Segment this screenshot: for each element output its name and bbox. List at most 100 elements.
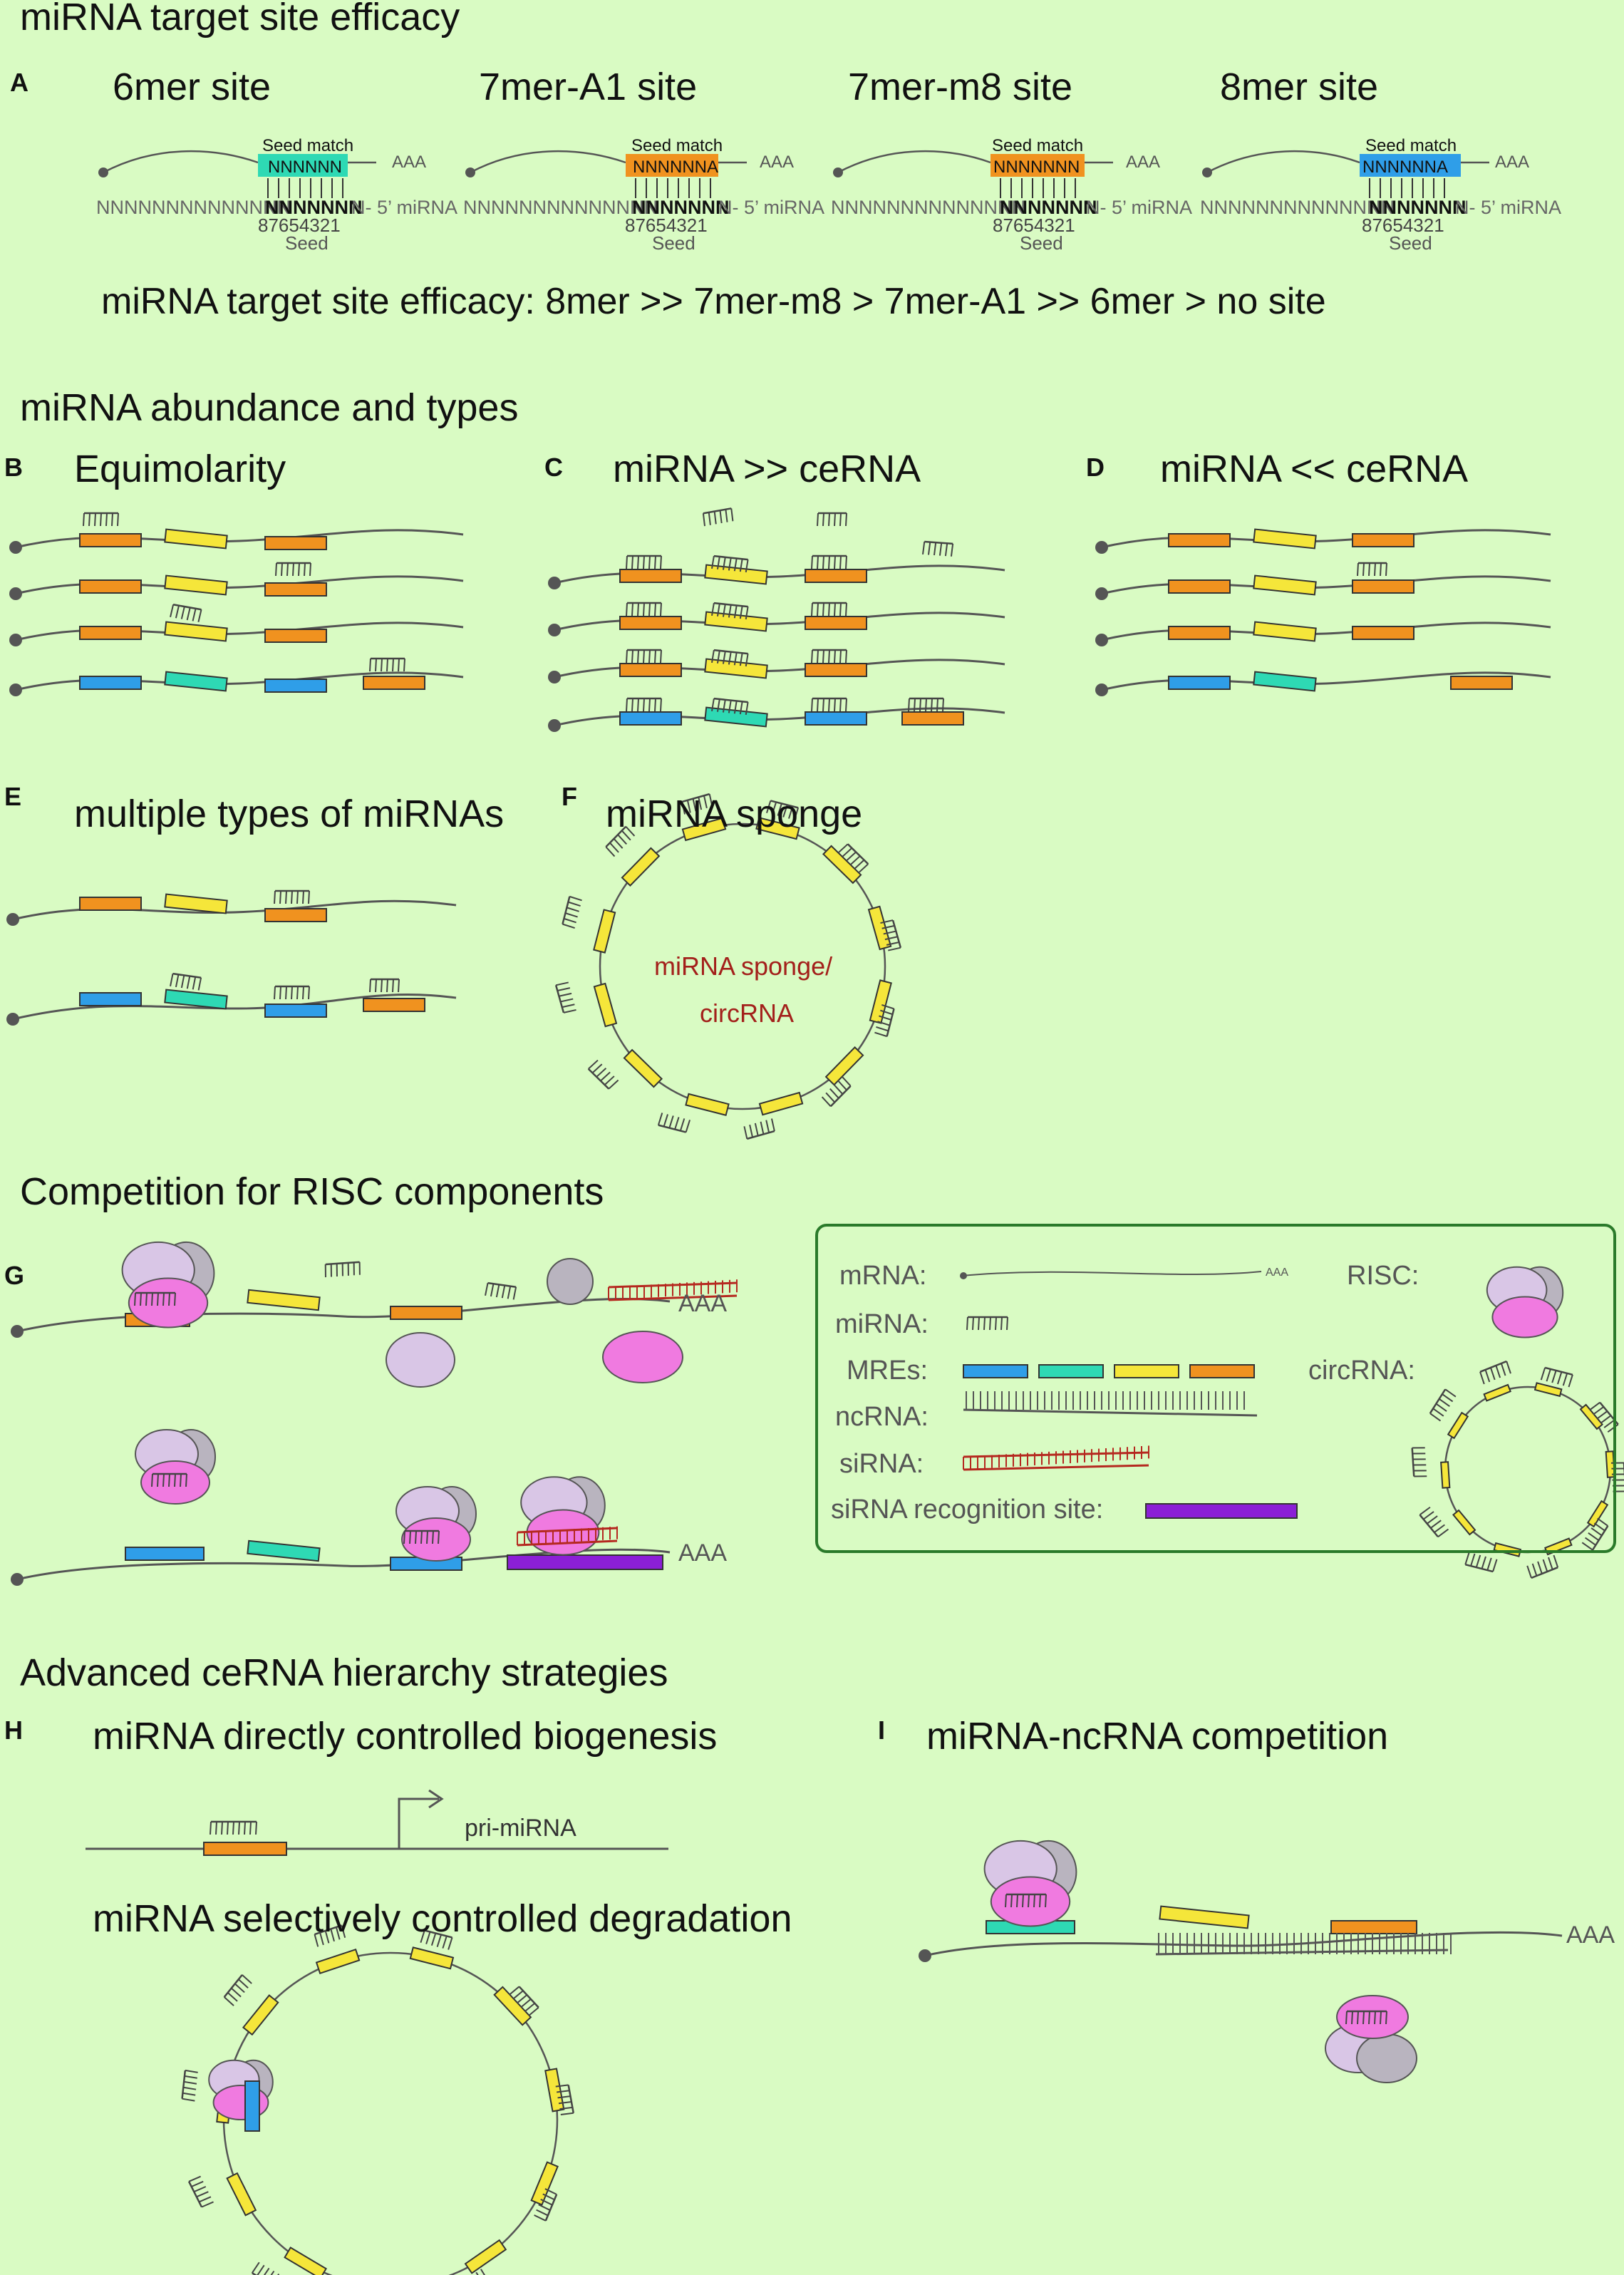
- mirna-base: [711, 698, 715, 712]
- mirna-base: [711, 602, 715, 617]
- mre-site: [1447, 1411, 1469, 1440]
- mrna-cap: [1095, 541, 1108, 554]
- mirna-base: [381, 658, 383, 672]
- mirna: [711, 554, 749, 573]
- mirna: [1345, 2010, 1387, 2025]
- mirna-base: [1557, 1371, 1563, 1385]
- mirna-base: [722, 557, 726, 570]
- mirna-base: [296, 986, 299, 1000]
- mirna-base: [1412, 1453, 1426, 1455]
- mirna-base: [255, 1821, 257, 1835]
- mre-site: [247, 1289, 321, 1311]
- mre-site: [164, 893, 228, 914]
- mirna-base: [1607, 1423, 1619, 1433]
- mirna-base: [834, 602, 836, 617]
- mirna-base: [1526, 1565, 1532, 1579]
- mirna: [880, 919, 902, 951]
- mirna-base: [1540, 1367, 1546, 1381]
- mirna-base: [1010, 1894, 1013, 1908]
- legend-label-circrna: circRNA:: [1308, 1356, 1415, 1386]
- section-title-target-efficacy: miRNA target site efficacy: [20, 0, 460, 38]
- mirna-backbone: [891, 919, 902, 949]
- mirna-base: [193, 2186, 207, 2193]
- mirna-base: [186, 976, 191, 989]
- mre-site: [1440, 1461, 1451, 1489]
- mirna-base: [845, 555, 847, 569]
- mrna-cap: [9, 541, 22, 554]
- mrna-cap: [548, 671, 561, 683]
- mirna-base: [495, 1284, 500, 1298]
- mirna-base: [1495, 1365, 1501, 1378]
- mirna-base: [232, 1821, 234, 1835]
- mirna-base: [829, 1088, 839, 1099]
- risc-light-subunit: [386, 1332, 455, 1388]
- mirna-base: [817, 555, 819, 569]
- mirna: [908, 697, 944, 712]
- mirna-base: [281, 562, 283, 577]
- mirna-base: [1593, 1406, 1604, 1415]
- mirna: [1429, 1388, 1457, 1422]
- panel-letter-i: I: [878, 1716, 885, 1745]
- mirna: [181, 2069, 198, 2102]
- mirna-base: [839, 698, 842, 712]
- mrna-cap: [9, 587, 22, 600]
- mirna-base: [654, 698, 656, 712]
- mirna-base: [180, 606, 185, 619]
- mirna-base: [261, 2267, 270, 2275]
- mirna-backbone: [1479, 1360, 1507, 1373]
- mre-site: [1253, 671, 1317, 692]
- mirna-base: [183, 2080, 197, 2085]
- mirna-base: [1016, 1894, 1018, 1908]
- risc-pink-subunit: [1336, 1995, 1409, 2039]
- mirna-base: [1610, 1462, 1624, 1464]
- mirna: [817, 512, 847, 527]
- risc-gray-subunit: [547, 1258, 594, 1305]
- mre-site: [867, 905, 892, 951]
- mirna-base: [274, 890, 276, 904]
- legend-label-mrna: mRNA:: [839, 1261, 926, 1291]
- site-diagram-6mer: Seed match NNNNNN AAA NNNNNNNNNNNNNN NNN…: [96, 136, 457, 254]
- mirna-backbone: [1591, 1525, 1609, 1551]
- mirna-base: [745, 606, 749, 620]
- mre-site: [963, 1364, 1028, 1378]
- mirna-base: [244, 1821, 246, 1835]
- mirna-base: [654, 602, 656, 617]
- mirna-base: [643, 602, 645, 617]
- mrna-strand: [1206, 150, 1360, 174]
- mirna-base: [341, 1263, 343, 1276]
- mirna-base: [183, 2086, 197, 2090]
- mirna-base: [215, 1821, 217, 1835]
- mirna-base: [631, 649, 633, 664]
- mirna-base: [105, 512, 108, 527]
- mre-site: [1253, 528, 1317, 550]
- mirna: [210, 1820, 257, 1835]
- mirna-base: [1546, 1368, 1551, 1382]
- mirna-base: [1368, 562, 1370, 577]
- mirna-base: [304, 562, 306, 577]
- mre-site: [409, 1946, 455, 1970]
- mirna-base: [528, 2006, 539, 2016]
- seed-position-numbers: 87654321: [625, 215, 708, 236]
- mirna-base: [728, 557, 732, 571]
- mirna-base: [1581, 1542, 1593, 1551]
- mirna: [170, 604, 202, 623]
- panel-title-h: miRNA directly controlled biogenesis: [93, 1715, 717, 1758]
- mre-site: [619, 711, 682, 726]
- mirna: [485, 1281, 517, 1300]
- mirna: [1526, 1554, 1559, 1579]
- mirna-base: [626, 698, 628, 712]
- mre-site: [805, 616, 867, 630]
- section-title-risc: Competition for RISC components: [20, 1170, 604, 1213]
- mirna-base: [197, 609, 202, 623]
- mirna-base: [854, 859, 865, 870]
- mirna-base: [180, 975, 185, 989]
- mirna-base: [716, 603, 720, 617]
- mirna-base: [1589, 1401, 1600, 1411]
- mirna: [766, 800, 800, 820]
- mirna-base: [681, 801, 686, 815]
- mirna-base: [839, 602, 842, 617]
- mirna-base: [336, 1263, 338, 1276]
- mirna: [1479, 1360, 1511, 1385]
- mirna-base: [1444, 1388, 1457, 1398]
- mirna-backbone: [703, 507, 732, 515]
